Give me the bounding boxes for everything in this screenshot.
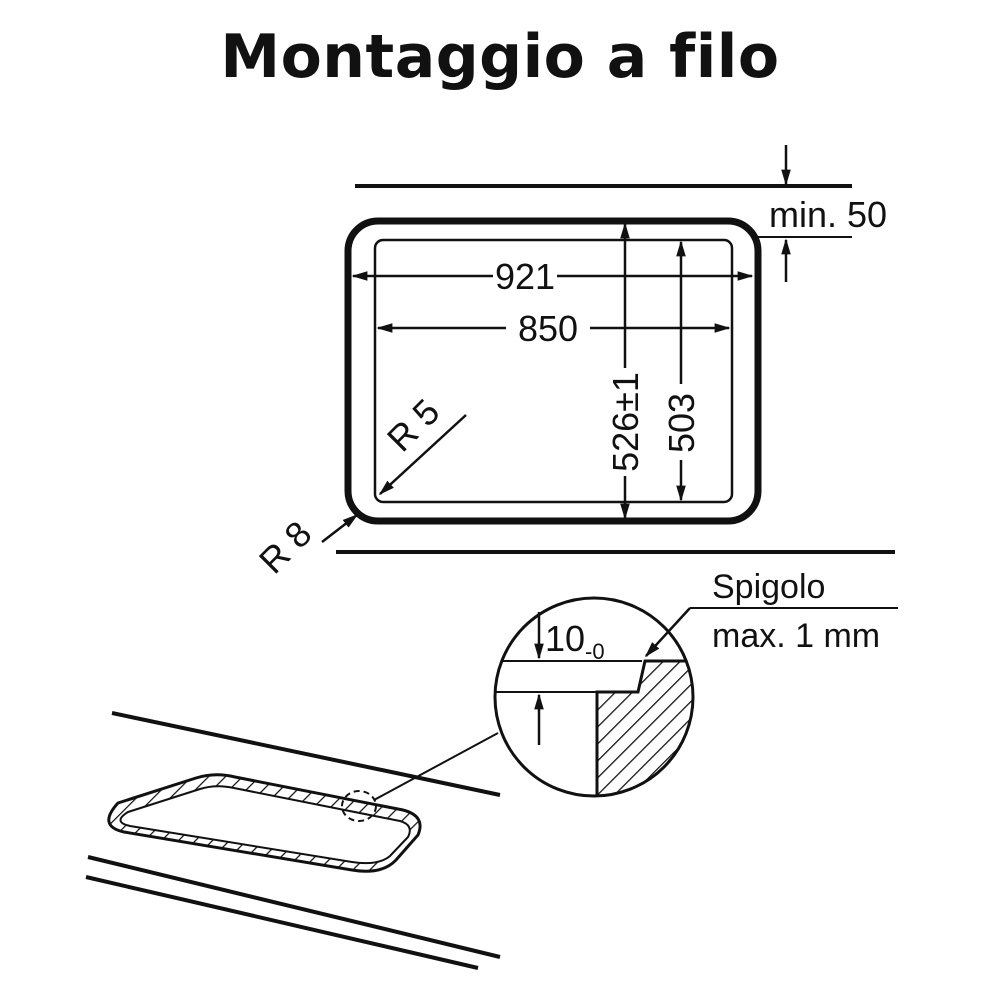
- radius-r8-leader: [321, 514, 359, 543]
- dimension-526-label: 526±1: [605, 372, 646, 472]
- dimension-503-label: 503: [661, 393, 702, 453]
- perspective-cutout-inner: [119, 785, 411, 865]
- radius-r5-label: R 5: [379, 391, 448, 460]
- perspective-worktop-front-edge: [87, 855, 501, 959]
- edge-note-line2: max. 1 mm: [712, 617, 880, 655]
- perspective-worktop-lower-edge: [85, 875, 479, 970]
- edge-note-leader: [644, 607, 691, 658]
- detail-circle-outline: [493, 596, 695, 798]
- edge-note-line1: Spigolo: [712, 568, 825, 606]
- detail-callout-line: [373, 732, 499, 801]
- diagram-title: Montaggio a filo: [220, 22, 780, 92]
- radius-r8-label: R 8: [251, 513, 320, 582]
- detail-marker-circle: [341, 790, 377, 822]
- min-distance-label: min. 50: [769, 194, 887, 235]
- outer-cutout-outline: [344, 217, 762, 525]
- edge-detail: [495, 659, 693, 796]
- perspective-worktop-back-edge: [111, 711, 501, 797]
- inner-cutout-outline: [373, 238, 734, 504]
- detail-depth-label: 10-0: [545, 618, 605, 664]
- dimension-850-label: 850: [518, 308, 578, 349]
- radius-r5-leader: [378, 414, 467, 496]
- dimension-921-label: 921: [495, 256, 555, 297]
